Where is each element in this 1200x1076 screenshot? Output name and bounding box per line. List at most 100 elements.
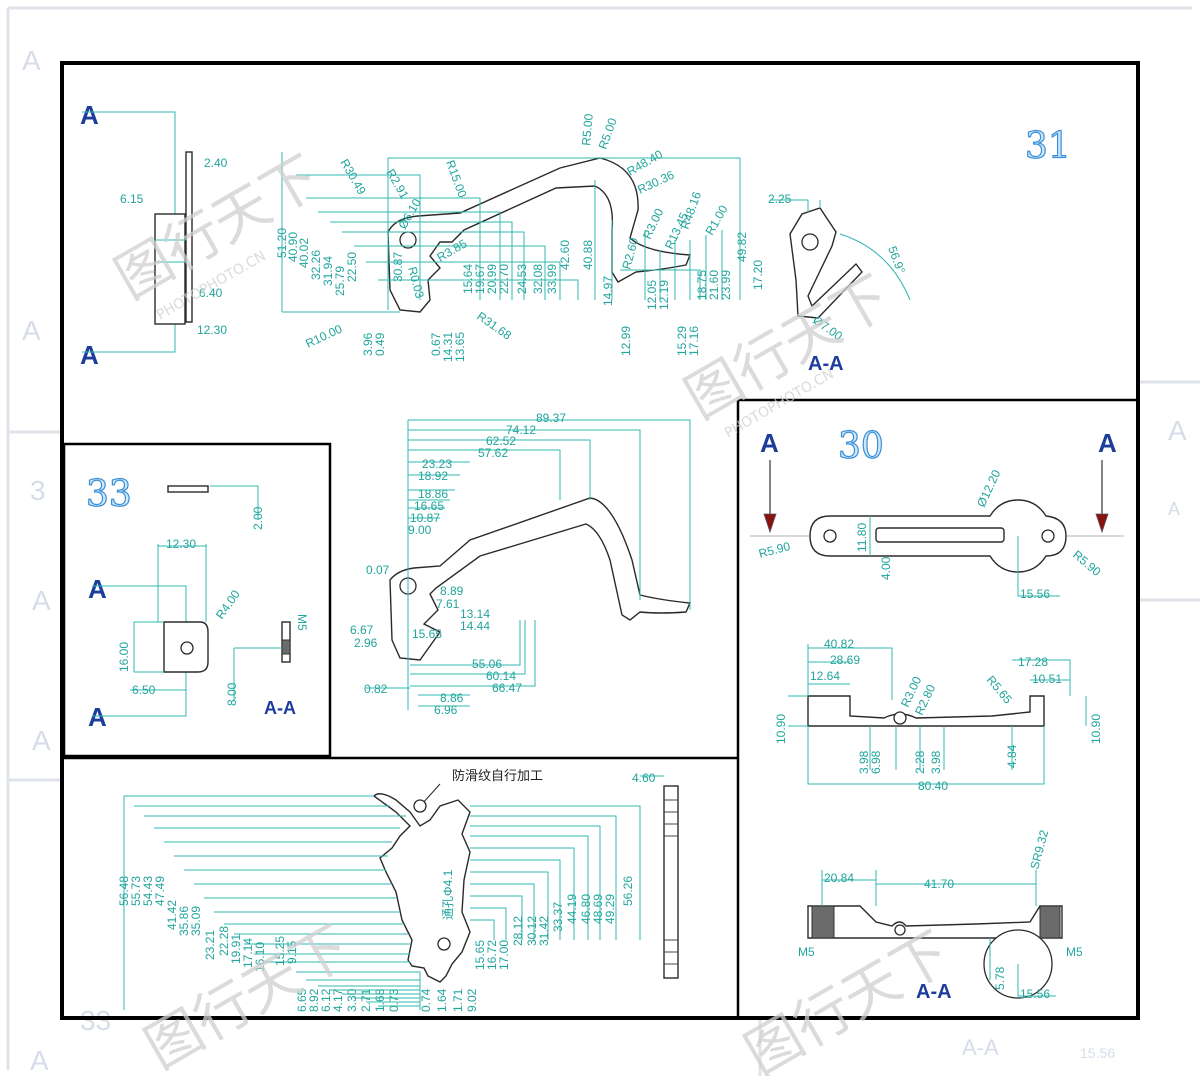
dimension-text: 6.98 [869, 750, 883, 774]
dimension-text: 15.65 [412, 627, 442, 641]
dimension-text: 2.71 [359, 988, 373, 1012]
dimension-text: 4.84 [1005, 744, 1019, 768]
dimension-text: M5 [798, 945, 815, 959]
dimension-text: R48.16 [678, 190, 705, 231]
dimension-text: 7.61 [436, 597, 460, 611]
dimension-text: 18.86 [418, 487, 448, 501]
thread-section [811, 905, 835, 939]
lever-profile [372, 793, 471, 983]
dimension-text: R4.00 [213, 587, 243, 622]
dimension-text: 6.67 [350, 623, 374, 637]
dimension-text: 12.64 [810, 669, 840, 683]
dimension-text: 32.26 [309, 250, 323, 280]
dimension-text: 33.37 [551, 902, 565, 932]
dimension-text: 23.21 [203, 930, 217, 960]
dimension-text: 57.62 [478, 446, 508, 460]
dimension-text: 8.89 [440, 584, 464, 598]
dimension-text: 56.9° [885, 244, 908, 275]
dimension-text: 12.19 [657, 280, 671, 310]
dimension-text: 56.48 [117, 876, 131, 906]
ghost-letter: 33 [80, 1005, 111, 1036]
drawing-number: 30 [838, 426, 884, 467]
dimension-text: 23.23 [422, 457, 452, 471]
dimension-text: 17.28 [1018, 655, 1048, 669]
dimension-text: 14.97 [601, 276, 615, 306]
dimension-text: 3.96 [361, 332, 375, 356]
dimension-text: 80.40 [918, 779, 948, 793]
part-top-view [167, 485, 209, 493]
dimension-text: 9.02 [465, 988, 479, 1012]
dimension-text: 21.60 [707, 270, 721, 300]
drawing-30: 30 A A A-A Ø12.20 11.80 4.00 R5.90 R5.90… [750, 425, 1124, 1003]
dimension-text: 48.69 [591, 894, 605, 924]
dimension-text: 4.60 [632, 771, 656, 785]
dimension-text: 1.64 [435, 988, 449, 1012]
pivot-hole [437, 937, 451, 951]
ghost-letter: A [30, 1045, 49, 1076]
dimension-text: 28.12 [511, 916, 525, 946]
ghost-letter: A [32, 585, 51, 616]
cut-mark-letter: A [1098, 428, 1117, 458]
dimension-text: 10.87 [410, 511, 440, 525]
ghost-letter: A [22, 45, 41, 76]
dimension-text: 15.29 [675, 326, 689, 356]
dimension-text: 35.09 [189, 906, 203, 936]
dimension-text: 18.75 [695, 270, 709, 300]
drawing-bottom: 防滑纹自行加工 通孔Φ4.1 4.60 56.48 55.73 54.43 47… [117, 768, 679, 1012]
dimension-text: 74.12 [506, 423, 536, 437]
dimension-text: 14.44 [460, 619, 490, 633]
dimension-text: 19.91 [229, 934, 243, 964]
cut-mark-letter: A [760, 428, 779, 458]
dimension-text: R15.00 [443, 158, 470, 199]
thread-section [1039, 905, 1061, 939]
cut-mark-letter: A [88, 574, 107, 604]
dimension-text: 6.65 [295, 988, 309, 1012]
section-arrow [763, 513, 777, 534]
dimension-text: 9.15 [285, 940, 299, 964]
dimension-text: Ø12.20 [974, 467, 1003, 509]
dimension-text: 12.05 [645, 280, 659, 310]
dimension-text: 8.86 [440, 691, 464, 705]
dimension-text: 0.73 [387, 988, 401, 1012]
dimension-text: 6.12 [319, 988, 333, 1012]
dimension-text: 4.00 [879, 556, 893, 580]
background-sheet: A 3 A A A 33 A A A A-A 15.56 [6, 6, 1200, 1076]
dimension-text: 3.30 [345, 988, 359, 1012]
dimension-text: 2.25 [768, 192, 792, 206]
ghost-letter: A [32, 725, 51, 756]
part-side-view [663, 785, 679, 979]
dimension-text: 42.60 [558, 240, 572, 270]
dimension-text: 16.10 [253, 942, 267, 972]
dimension-text: 通孔Φ4.1 [441, 869, 455, 920]
dimension-text: 31.42 [537, 916, 551, 946]
dimension-text: 2.96 [354, 636, 378, 650]
cut-mark-letter: A [88, 702, 107, 732]
dimension-text: 12.99 [619, 326, 633, 356]
dimension-text: 18.92 [418, 469, 448, 483]
dimension-text: 6.15 [120, 192, 144, 206]
dimension-text: 22.70 [497, 264, 511, 294]
panel-33 [62, 442, 332, 758]
cut-mark-letter: A [80, 100, 99, 130]
dimension-text: 55.06 [472, 657, 502, 671]
dimension-text: R5.90 [1070, 548, 1104, 580]
dimension-text: R5.00 [579, 113, 596, 146]
thread-section [281, 639, 291, 655]
dimension-labels: 2.00 12.30 R4.00 16.00 6.50 M5 8.00 [117, 506, 309, 706]
dimension-text: 46.80 [579, 894, 593, 924]
dimension-text: R1.00 [702, 202, 730, 237]
dimension-text: 6.40 [199, 286, 223, 300]
dimension-text: 11.80 [855, 523, 869, 552]
ghost-letter: A [1168, 499, 1180, 519]
dimension-text: M5 [1066, 945, 1083, 959]
dimension-text: 13.65 [453, 332, 467, 362]
dimension-text: 49.29 [603, 894, 617, 924]
dimension-text: 16.65 [414, 499, 444, 513]
note-callout [413, 799, 427, 813]
dimension-text: 23.99 [719, 270, 733, 300]
dimension-text: 12.30 [197, 323, 227, 337]
mount-hole [1041, 529, 1055, 543]
dimension-text: 60.14 [486, 669, 516, 683]
part-side-view [154, 213, 186, 325]
slot [875, 527, 1005, 543]
